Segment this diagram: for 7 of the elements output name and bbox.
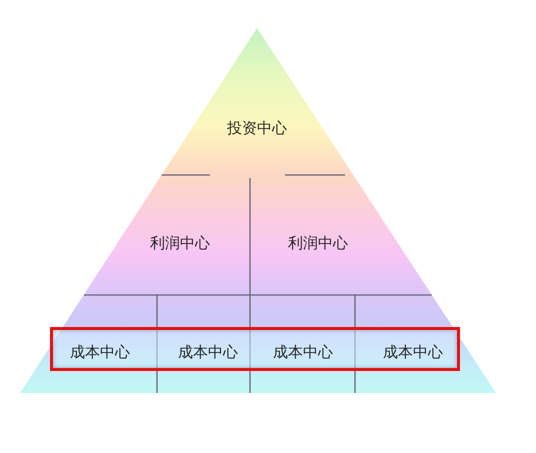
tier-label: 成本中心 — [383, 343, 443, 361]
tier-label: 成本中心 — [178, 343, 238, 361]
tier-label: 成本中心 — [70, 343, 130, 361]
tier-label: 成本中心 — [273, 343, 333, 361]
tier-label: 利润中心 — [150, 234, 210, 252]
tier-label: 投资中心 — [227, 119, 287, 137]
tier-label: 利润中心 — [288, 234, 348, 252]
